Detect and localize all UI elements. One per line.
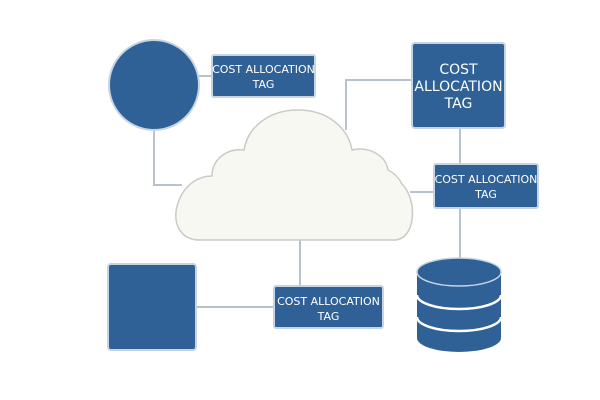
cost-allocation-tag-middle-right: COST ALLOCATION TAG — [433, 163, 539, 209]
tag-label-line2: ALLOCATION — [414, 79, 502, 95]
connector-cloud-to-top-right-box — [345, 79, 412, 130]
tag-label-line1: COST ALLOCATION — [277, 295, 380, 308]
tag-label-line2: TAG — [252, 78, 275, 91]
cloud-icon — [175, 109, 414, 241]
tag-label-line3: TAG — [444, 96, 473, 112]
tag-label-line1: COST ALLOCATION — [212, 63, 315, 76]
connectors — [153, 75, 461, 308]
tag-label-line2: TAG — [474, 188, 497, 201]
tag-label-line1: COST — [439, 62, 478, 78]
circle-node — [108, 39, 200, 131]
square-node — [107, 263, 197, 351]
database-icon — [415, 257, 503, 352]
cost-allocation-tag-bottom: COST ALLOCATION TAG — [273, 285, 384, 329]
cost-allocation-tag-top-right: COST ALLOCATION TAG — [411, 42, 506, 129]
cost-allocation-tag-top-left: COST ALLOCATION TAG — [211, 54, 316, 98]
tag-label-line1: COST ALLOCATION — [435, 173, 538, 186]
connector-circle-to-cloud — [153, 128, 182, 186]
tag-label-line2: TAG — [317, 310, 340, 323]
